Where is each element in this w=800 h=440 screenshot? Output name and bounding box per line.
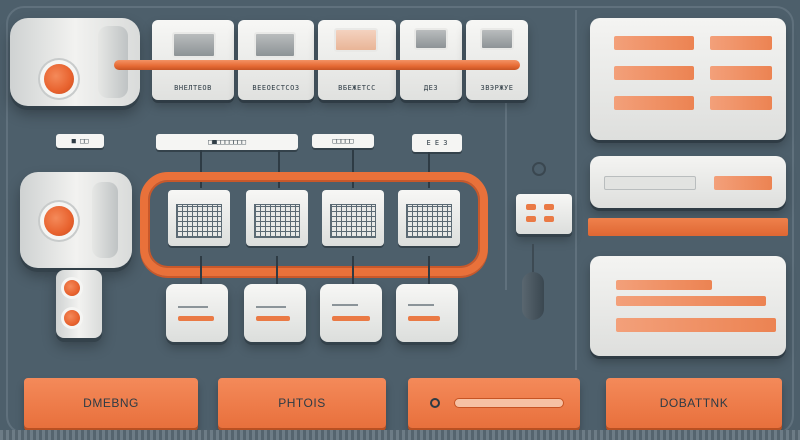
button-1[interactable]: DMEBNG [24, 378, 198, 428]
status-bar [710, 66, 772, 80]
indicator-icon [526, 204, 536, 210]
slot-icon [454, 398, 564, 408]
status-bar [710, 96, 772, 110]
power-knob-icon[interactable] [44, 64, 74, 94]
connector-wire [428, 152, 430, 188]
module-label: ВНЕЛТЕОВ [174, 84, 212, 92]
module-label: ЗВЭРЖУЕ [480, 84, 514, 92]
ring-icon [430, 398, 440, 408]
slider-icon [408, 316, 440, 321]
grid-icon [330, 204, 376, 238]
indicator-icon [544, 204, 554, 210]
right-panel-top [590, 18, 786, 140]
slider-module-2[interactable] [244, 284, 306, 342]
indicator-panel[interactable] [516, 194, 572, 234]
power-unit-middle [20, 172, 132, 268]
status-bar [710, 36, 772, 50]
knob-icon[interactable] [64, 280, 80, 296]
display-screen-icon [254, 32, 296, 58]
slider-module-3[interactable] [320, 284, 382, 342]
pipe-loop [140, 172, 488, 276]
status-bar [714, 176, 772, 190]
module-label: ВЕЕОЕСТСОЗ [252, 84, 300, 92]
bottom-strip [0, 430, 800, 440]
indicator-icon [544, 216, 554, 222]
plug-icon [522, 272, 544, 320]
module-label: ВБЕЖЕТСС [338, 84, 376, 92]
connector-wire [352, 256, 354, 286]
slider-module-4[interactable] [396, 284, 458, 342]
grid-icon [176, 204, 222, 238]
connector-wire [428, 256, 430, 286]
button-2[interactable]: PHTOIS [218, 378, 386, 428]
grid-module-2[interactable] [246, 190, 308, 246]
slider-track [408, 304, 434, 306]
display-screen-icon [414, 28, 448, 50]
slider-track [178, 306, 208, 308]
slider-icon [256, 316, 290, 321]
status-bar [614, 96, 694, 110]
display-screen-icon [480, 28, 514, 50]
grid-module-1[interactable] [168, 190, 230, 246]
tag-label: □□□□□ [312, 134, 374, 148]
orange-strip [588, 218, 788, 236]
tag-label: Е Е 3 [412, 134, 462, 152]
right-panel-bottom [590, 256, 786, 356]
grid-icon [254, 204, 300, 238]
connector-wire [200, 256, 202, 286]
power-unit-side [92, 182, 118, 258]
knob-icon[interactable] [64, 310, 80, 326]
display-screen-icon [334, 28, 378, 52]
slider-icon [178, 316, 214, 321]
module-label: ДЕЗ [423, 84, 439, 92]
indicator-icon [526, 216, 536, 222]
button-3[interactable] [408, 378, 580, 428]
tag-label: □■□□□□□□□ [156, 134, 298, 150]
status-bar [616, 296, 766, 306]
grid-icon [406, 204, 452, 238]
slider-module-1[interactable] [166, 284, 228, 342]
grid-module-3[interactable] [322, 190, 384, 246]
grid-module-4[interactable] [398, 190, 460, 246]
button-4[interactable]: DOBATTNK [606, 378, 782, 428]
connector-wire [276, 256, 278, 286]
power-knob-icon[interactable] [44, 206, 74, 236]
sensor-ring-icon [532, 162, 546, 176]
status-bar [616, 318, 776, 332]
background-divider [575, 10, 577, 370]
slider-track [332, 304, 358, 306]
display-screen-icon [172, 32, 216, 58]
connector-wire [352, 150, 354, 188]
status-bar [614, 36, 694, 50]
readout-bar [604, 176, 696, 190]
background-divider [505, 90, 507, 290]
status-bar [614, 66, 694, 80]
connector-wire [532, 244, 534, 274]
slider-icon [332, 316, 370, 321]
right-panel-middle [590, 156, 786, 208]
slider-track [256, 306, 286, 308]
status-bar [616, 280, 712, 290]
connector-wire [200, 150, 202, 188]
top-pipe [114, 60, 520, 70]
tag-label: ■ □□ [56, 134, 104, 148]
knob-stack [56, 270, 102, 338]
connector-wire [278, 150, 280, 188]
